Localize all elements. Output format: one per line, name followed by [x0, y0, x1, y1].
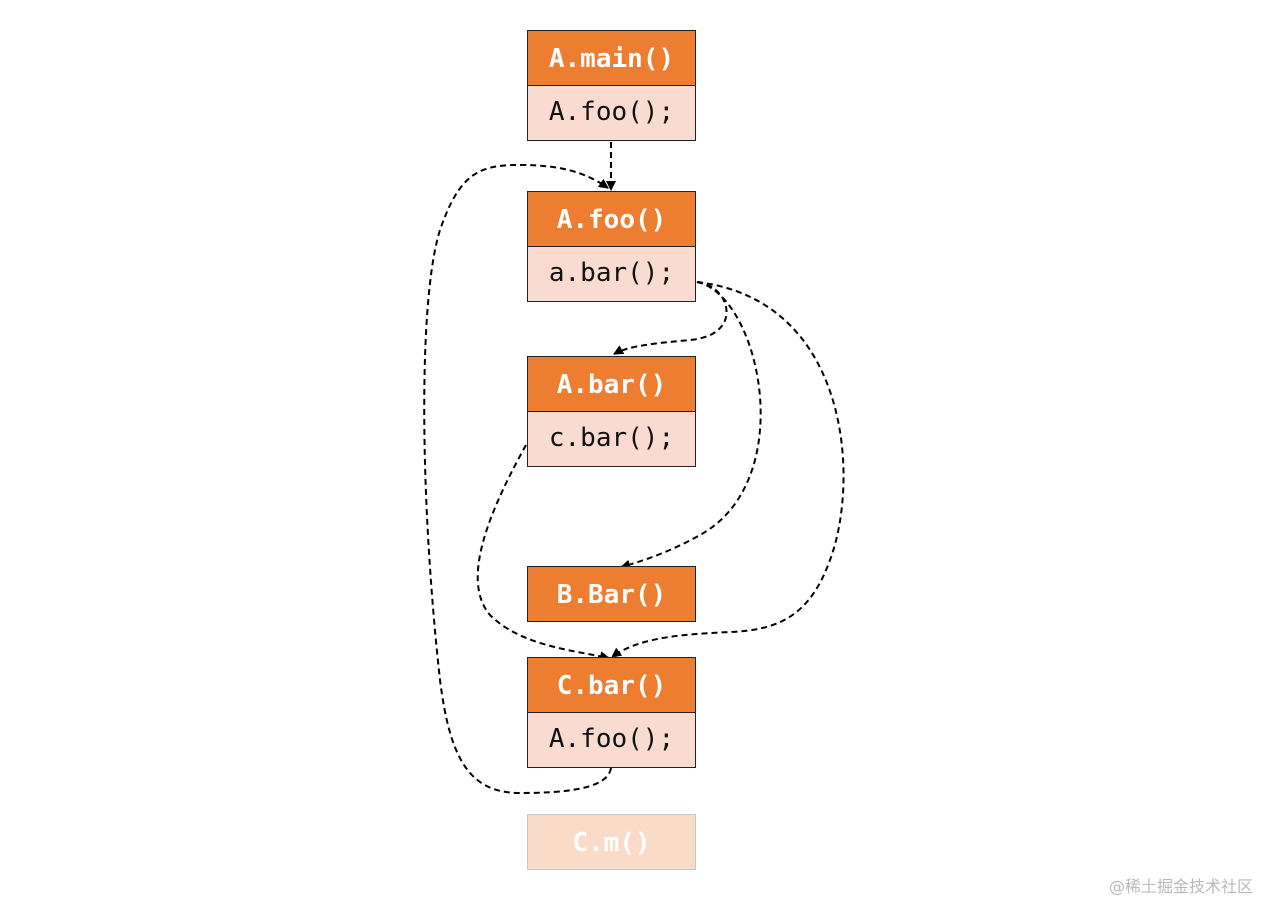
- node-header: C.bar(): [527, 657, 696, 713]
- node-a-bar: A.bar() c.bar();: [527, 356, 696, 467]
- node-body: c.bar();: [527, 412, 696, 467]
- node-header: A.foo(): [527, 191, 696, 247]
- node-c-bar: C.bar() A.foo();: [527, 657, 696, 768]
- node-body: A.foo();: [527, 713, 696, 768]
- node-c-m: C.m(): [527, 814, 696, 870]
- node-a-main: A.main() A.foo();: [527, 30, 696, 141]
- node-body: a.bar();: [527, 247, 696, 302]
- node-b-bar: B.Bar(): [527, 566, 696, 622]
- node-header: A.bar(): [527, 356, 696, 412]
- node-a-foo: A.foo() a.bar();: [527, 191, 696, 302]
- node-body: A.foo();: [527, 86, 696, 141]
- node-header: C.m(): [527, 814, 696, 870]
- watermark: @稀土掘金技术社区: [1108, 877, 1253, 896]
- node-header: A.main(): [527, 30, 696, 86]
- node-header: B.Bar(): [527, 566, 696, 622]
- edge-abar-to-cbar: [476, 444, 610, 662]
